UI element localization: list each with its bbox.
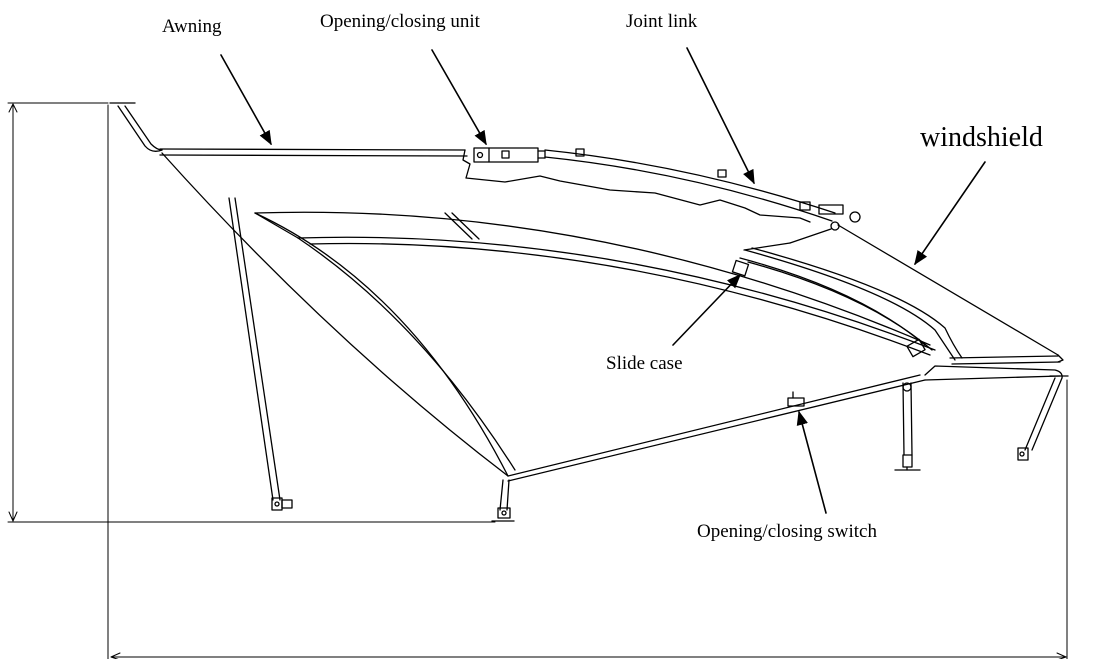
switch-leader <box>796 410 827 514</box>
opening-closing-switch <box>787 391 805 407</box>
awning-canvas <box>159 148 926 482</box>
slide-case-label: Slide case <box>606 353 683 374</box>
awning-label: Awning <box>162 16 222 37</box>
front-tube <box>109 102 163 152</box>
windshield-side-frame <box>924 365 1063 381</box>
opening-closing-unit <box>473 147 546 163</box>
awning-leader <box>220 54 272 146</box>
leader-arrows <box>220 47 986 514</box>
joint-link-label: Joint link <box>626 11 698 32</box>
opening-closing-switch-label: Opening/closing switch <box>697 521 877 542</box>
windshield-edge <box>837 224 1064 365</box>
opening-closing-unit-label: Opening/closing unit <box>320 11 480 32</box>
upper-rail <box>544 148 861 251</box>
windshield-label: windshield <box>920 122 1043 153</box>
support-struts <box>228 197 1069 522</box>
windshield-leader <box>914 161 986 266</box>
slide-case-rails <box>731 247 963 361</box>
frame-arches <box>254 211 936 477</box>
slide-case-leader <box>672 273 741 346</box>
dimension-lines <box>7 102 1068 659</box>
unit-leader <box>431 49 487 146</box>
joint-link-leader <box>686 47 755 185</box>
